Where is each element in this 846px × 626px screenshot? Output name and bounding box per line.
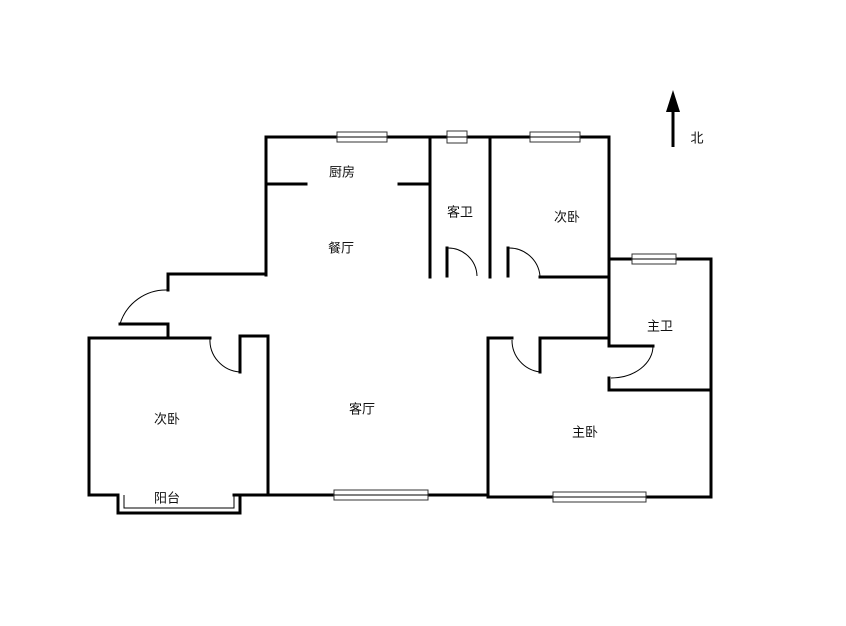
compass-label: 北 bbox=[690, 131, 704, 147]
room-label-bedroom-west: 次卧 bbox=[153, 412, 181, 428]
room-label-balcony: 阳台 bbox=[153, 491, 181, 507]
room-label-kitchen: 厨房 bbox=[328, 165, 356, 181]
room-label-master-bedroom: 主卧 bbox=[571, 425, 599, 441]
room-label-guest-bath: 客卫 bbox=[446, 205, 474, 221]
room-label-living: 客厅 bbox=[348, 402, 376, 418]
room-label-master-bath: 主卫 bbox=[646, 319, 674, 335]
doors bbox=[119, 246, 654, 379]
room-label-dining: 餐厅 bbox=[327, 241, 355, 257]
room-label-bedroom-north: 次卧 bbox=[553, 210, 581, 226]
north-arrow-icon bbox=[666, 90, 680, 147]
walls bbox=[87, 135, 713, 515]
windows bbox=[333, 130, 677, 503]
